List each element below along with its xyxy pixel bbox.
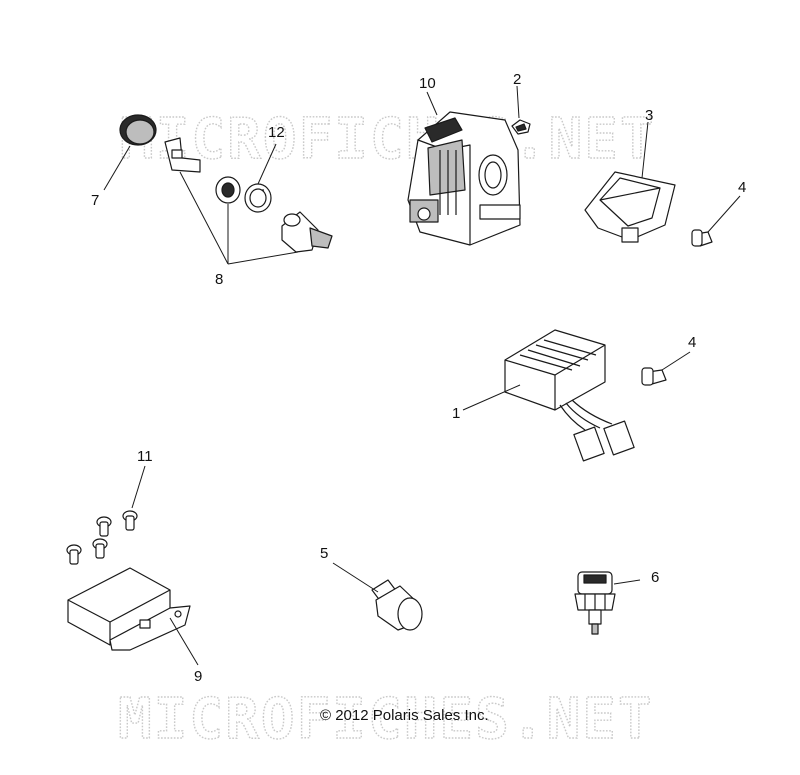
key-switch-assembly-part (164, 137, 333, 253)
watermark-bottom: MICROFICHES.NET (118, 687, 654, 752)
control-module-part (584, 171, 676, 243)
callout-4-top: 4 (738, 179, 746, 196)
callout-3: 3 (645, 107, 653, 124)
callout-8: 8 (215, 271, 223, 288)
watermark-top: MICROFICHES.NET (120, 107, 656, 172)
pressure-sensor-part (574, 571, 616, 635)
callout-11: 10 (419, 75, 436, 92)
callout-2: 2 (513, 71, 521, 88)
leader-lines (103, 85, 741, 666)
callout-9: 9 (194, 668, 202, 685)
voltage-regulator-part (504, 329, 635, 462)
handlebar-switch-part (407, 111, 521, 246)
screw-part-top (691, 229, 713, 247)
screw-part-middle (641, 367, 667, 386)
callout-7: 7 (91, 192, 99, 209)
relay-module-part (67, 567, 191, 651)
callout-6: 6 (651, 569, 659, 586)
callout-5: 5 (320, 545, 328, 562)
callout-12: 12 (268, 124, 285, 141)
screws-part (66, 510, 138, 565)
clip-part (511, 119, 531, 135)
callout-4-middle: 4 (688, 334, 696, 351)
callout-10: 11 (137, 448, 153, 465)
switch-part (371, 579, 423, 631)
copyright-text: © 2012 Polaris Sales Inc. (320, 707, 489, 724)
cap-part (119, 114, 157, 146)
callout-1: 1 (452, 405, 460, 422)
